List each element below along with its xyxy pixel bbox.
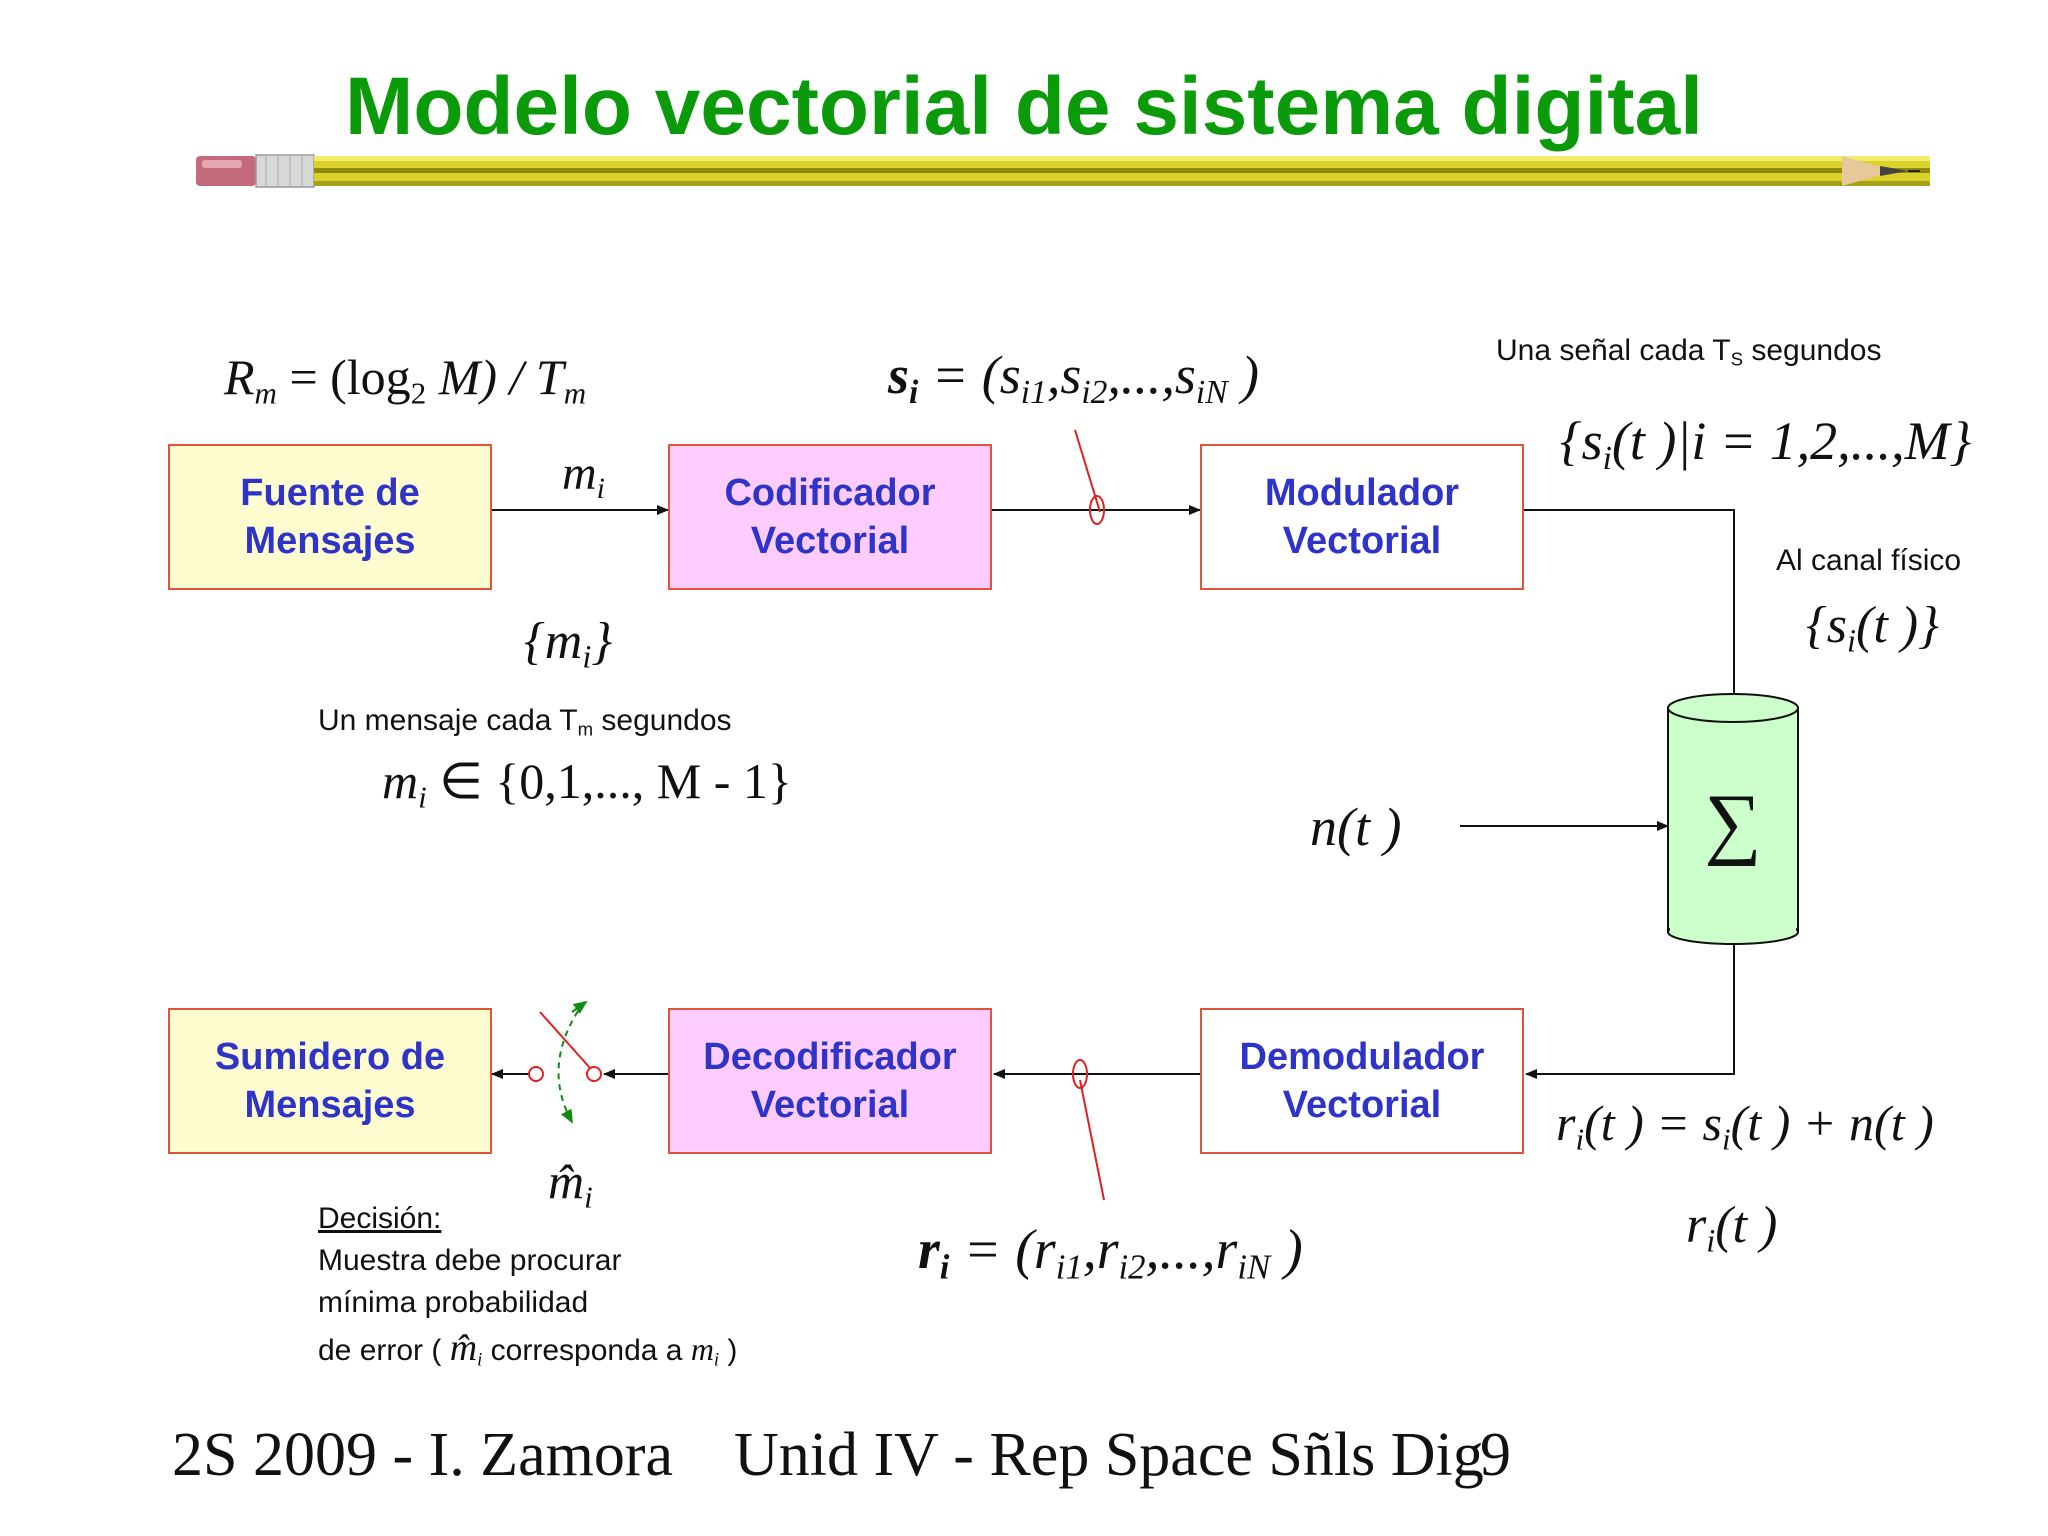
decision-switch-icon bbox=[528, 1000, 602, 1124]
canal-set-formula: {si(t )} bbox=[1806, 597, 1939, 659]
decodificador-vectorial-block: Decodificador Vectorial bbox=[668, 1008, 992, 1154]
signal-rate-note: Una señal cada TS segundos bbox=[1496, 334, 1882, 370]
footer-middle: Unid IV - Rep Space Sñls Dig bbox=[734, 1421, 1484, 1489]
sumidero-de-mensajes-block: Sumidero de Mensajes bbox=[168, 1008, 492, 1154]
demodulador-vectorial-block: Demodulador Vectorial bbox=[1200, 1008, 1524, 1154]
r-vector-formula: ri = (ri1,ri2,...,riN ) bbox=[918, 1219, 1303, 1287]
codificador-vectorial-block: Codificador Vectorial bbox=[668, 444, 992, 590]
message-domain-formula: mi ∈ {0,1,..., M - 1} bbox=[382, 753, 792, 815]
decision-line-1: Muestra debe procurar bbox=[318, 1244, 622, 1277]
arrow-modulador-sum bbox=[1524, 509, 1739, 705]
modulador-vectorial-block: Modulador Vectorial bbox=[1200, 444, 1524, 590]
arrow-sum-demodulador bbox=[1525, 944, 1735, 1079]
decision-title: Decisión: bbox=[318, 1202, 442, 1235]
footer-left: 2S 2009 - I. Zamora bbox=[172, 1421, 674, 1489]
message-set: {mi} bbox=[524, 613, 613, 675]
rate-formula: Rm = (log2 M) / Tm bbox=[224, 349, 587, 411]
pencil-divider-icon bbox=[196, 154, 1930, 188]
canal-note: Al canal físico bbox=[1776, 544, 1962, 577]
summation-symbol: ∑ bbox=[1704, 779, 1762, 867]
message-symbol: mi bbox=[562, 447, 605, 505]
s-vector-formula: si = (si1,si2,...,siN ) bbox=[888, 345, 1259, 412]
decision-line-2: mínima probabilidad bbox=[318, 1286, 589, 1319]
sampling-switch-icon bbox=[1072, 1059, 1105, 1201]
fuente-de-mensajes-block: Fuente de Mensajes bbox=[168, 444, 492, 590]
decision-line-3: de error ( m̂i corresponda a mi ) bbox=[318, 1327, 738, 1371]
summation-cylinder-icon bbox=[1667, 693, 1799, 945]
received-signal-equation: ri(t ) = si(t ) + n(t ) bbox=[1556, 1095, 1934, 1157]
page-number: 9 bbox=[1480, 1421, 1511, 1489]
message-rate-note: Un mensaje cada Tm segundos bbox=[318, 704, 732, 740]
noise-label: n(t ) bbox=[1310, 797, 1402, 857]
received-signal-label: ri(t ) bbox=[1686, 1197, 1778, 1259]
page-title: Modelo vectorial de sistema digital bbox=[345, 61, 1703, 152]
sampling-switch-icon bbox=[1074, 429, 1105, 525]
signal-set-formula: {si(t )|i = 1,2,...,M} bbox=[1560, 411, 1972, 478]
estimated-message-symbol: m̂i bbox=[548, 1153, 593, 1215]
